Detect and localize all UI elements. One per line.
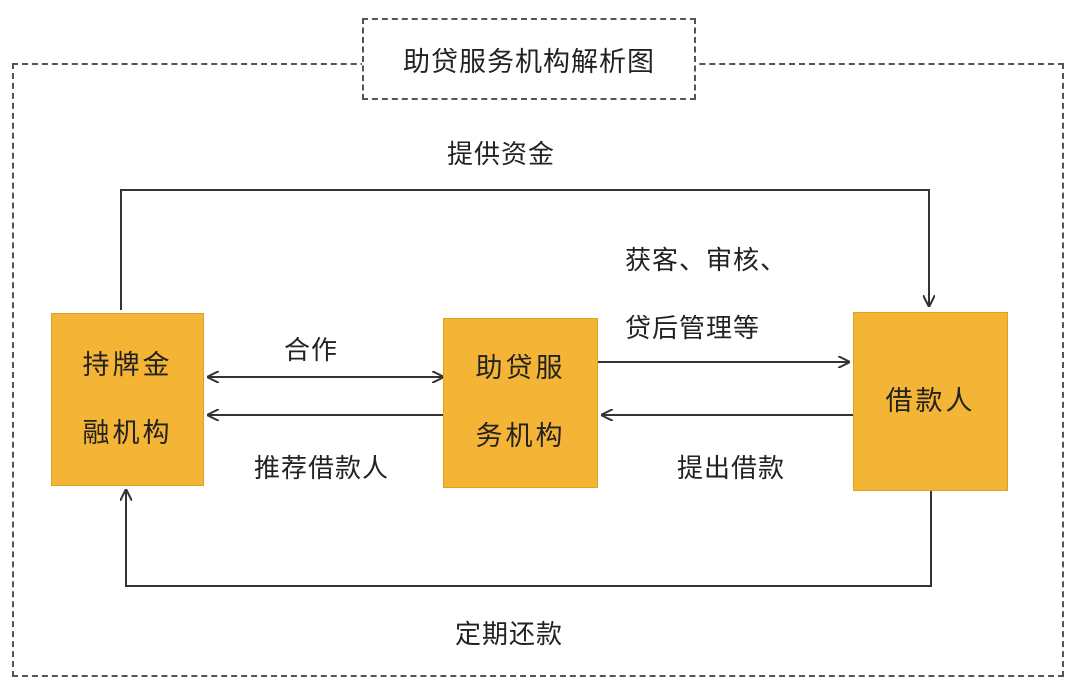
scheduled-repayment-label: 定期还款: [455, 620, 564, 650]
repayment-arrow: [126, 490, 932, 587]
provide-funds-label: 提供资金: [447, 140, 556, 170]
apply-loan-label: 提出借款: [677, 454, 786, 484]
loan-assistance-agency-node: 助贷服 务机构: [443, 318, 598, 488]
node-left-line1: 持牌金: [82, 349, 173, 381]
acquisition-label-line2: 贷后管理等: [625, 314, 761, 344]
node-center-line2: 务机构: [475, 421, 566, 452]
borrower-node: 借款人: [853, 312, 1008, 491]
diagram-title: 助贷服务机构解析图: [362, 18, 696, 100]
provide-funds-arrow: [120, 189, 929, 310]
node-right-label: 借款人: [885, 385, 976, 417]
node-left-line2: 融机构: [82, 417, 173, 449]
acquisition-label-line1: 获客、审核、: [625, 246, 788, 276]
cooperation-label: 合作: [284, 336, 339, 366]
node-center-line1: 助贷服: [475, 353, 566, 384]
licensed-financial-institution-node: 持牌金 融机构: [51, 313, 204, 486]
recommend-borrower-label: 推荐借款人: [254, 454, 390, 484]
